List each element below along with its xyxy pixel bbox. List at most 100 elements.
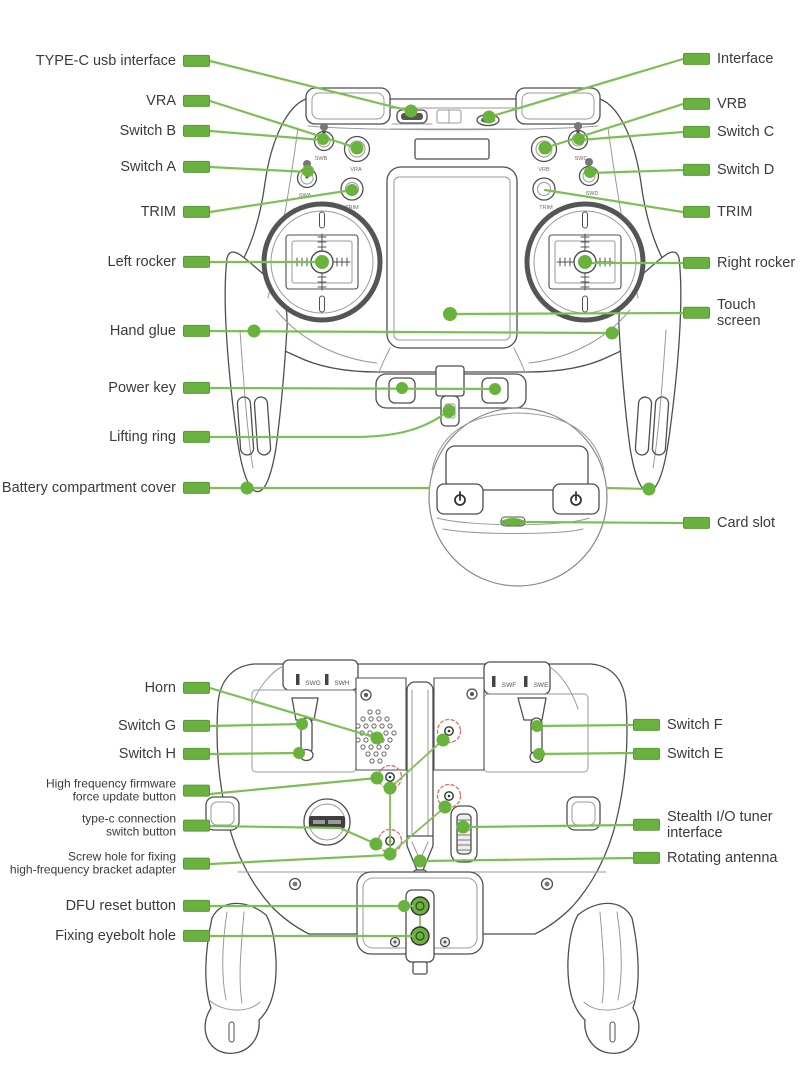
label-hf-firmware-update-button: High frequency firmware force update but… <box>45 776 210 805</box>
label-screw-hole-bracket-adapter: Screw hole for fixing high-frequency bra… <box>9 849 210 878</box>
label-bar <box>183 160 210 173</box>
label-left-rocker: Left rocker <box>107 253 210 270</box>
label-hand-glue: Hand glue <box>110 323 210 339</box>
label-bar <box>183 124 210 137</box>
svg-text:SWB: SWB <box>315 156 328 162</box>
label-text: Rotating antenna <box>667 849 778 866</box>
switch-icon <box>524 676 528 687</box>
label-bar <box>183 858 210 870</box>
label-card-slot: Card slot <box>683 515 775 531</box>
round-connector <box>303 798 351 846</box>
power-icon <box>454 491 582 506</box>
right-center-panel <box>433 677 485 771</box>
label-lifting-ring: Lifting ring <box>109 429 210 445</box>
label-bar <box>183 324 210 337</box>
label-interface: Interface <box>683 51 773 67</box>
svg-text:SWE: SWE <box>534 682 549 689</box>
label-text: type-c connection switch button <box>81 811 176 839</box>
svg-text:VRA: VRA <box>350 167 362 173</box>
label-text: Left rocker <box>107 253 177 270</box>
label-text: TYPE-C usb interface <box>35 52 176 69</box>
fixing-eyebolt-button <box>410 926 430 946</box>
label-vra: VRA <box>146 93 210 109</box>
label-bar <box>183 381 210 394</box>
touch-screen <box>386 166 518 349</box>
label-type-c-usb-interface: TYPE-C usb interface <box>36 53 210 69</box>
front-view-drawing <box>224 87 682 587</box>
label-text: Switch B <box>119 122 176 139</box>
label-bar <box>633 747 660 760</box>
svg-text:SWA: SWA <box>299 193 312 199</box>
label-text: Interface <box>717 50 774 67</box>
label-text: Hand glue <box>109 322 176 339</box>
label-bar <box>683 52 710 65</box>
label-stealth-io-tuner-interface: Stealth I/O tuner interface <box>633 809 800 841</box>
label-text: TRIM <box>140 203 176 220</box>
label-switch-b: Switch B <box>120 123 210 139</box>
screw-holes <box>385 726 454 846</box>
label-switch-e: Switch E <box>633 746 723 762</box>
svg-text:SWD: SWD <box>586 191 599 197</box>
label-trim-right: TRIM <box>683 204 752 220</box>
label-text: Switch H <box>118 745 176 762</box>
front-panel-marks: SWB VRA SWA TRIM SWC VRB SWD TRIM <box>299 156 599 211</box>
label-text: Switch G <box>117 717 176 734</box>
label-bar <box>633 718 660 731</box>
label-switch-f: Switch F <box>633 717 723 733</box>
label-text: Screw hole for fixing high-frequency bra… <box>9 849 176 877</box>
label-fixing-eyebolt-hole: Fixing eyebolt hole <box>55 928 210 944</box>
label-bar <box>683 97 710 110</box>
back-marker-dots <box>293 718 545 912</box>
label-bar <box>183 785 210 797</box>
label-bar <box>183 255 210 268</box>
label-text: Horn <box>144 679 176 696</box>
label-switch-g: Switch G <box>118 718 210 734</box>
label-text: Battery compartment cover <box>1 479 176 496</box>
label-text: Switch A <box>120 158 176 175</box>
label-text: TRIM <box>717 203 753 220</box>
right-grip <box>567 902 640 1054</box>
label-switch-h: Switch H <box>119 746 210 762</box>
label-bar <box>183 94 210 107</box>
label-text: Switch C <box>717 123 775 140</box>
rotating-antenna-groove <box>406 681 434 883</box>
lanyard-hook <box>436 109 462 124</box>
stealth-io-tuner-wheel <box>450 805 478 863</box>
switch-icon <box>296 674 300 685</box>
label-bar <box>183 929 210 942</box>
card-slot-marker <box>499 518 527 526</box>
trim-right-knob <box>532 177 556 201</box>
screw-hole-network-lines <box>389 739 446 855</box>
label-text: Fixing eyebolt hole <box>55 927 176 944</box>
label-bar <box>183 205 210 218</box>
label-bar <box>683 163 710 176</box>
left-handle-vents <box>236 396 272 456</box>
label-bar <box>183 481 210 494</box>
back-view-drawing <box>204 659 640 1054</box>
label-text: VRA <box>146 92 176 109</box>
label-trim-left: TRIM <box>141 204 210 220</box>
svg-text:VRB: VRB <box>538 167 550 173</box>
label-bar <box>633 851 660 864</box>
label-bar <box>183 54 210 67</box>
svg-text:SWC: SWC <box>575 156 588 162</box>
label-dfu-reset-button: DFU reset button <box>66 898 210 914</box>
label-bar <box>183 719 210 732</box>
label-right-rocker: Right rocker <box>683 255 795 271</box>
label-vrb: VRB <box>683 96 747 112</box>
label-text: Stealth I/O tuner interface <box>667 808 773 841</box>
front-marker-dots <box>240 104 656 526</box>
label-bar <box>683 516 710 529</box>
label-text: Power key <box>108 379 176 396</box>
label-rotating-antenna: Rotating antenna <box>633 850 777 866</box>
label-battery-compartment-cover: Battery compartment cover <box>2 480 210 496</box>
label-text: Switch F <box>667 716 723 733</box>
label-text: Right rocker <box>717 254 796 271</box>
label-bar <box>183 747 210 760</box>
switch-icon <box>325 674 329 685</box>
label-type-c-connection-switch-button: type-c connection switch button <box>81 811 210 840</box>
left-side-port-cover <box>205 796 240 831</box>
label-bar <box>183 681 210 694</box>
label-text: High frequency firmware force update but… <box>45 776 176 804</box>
